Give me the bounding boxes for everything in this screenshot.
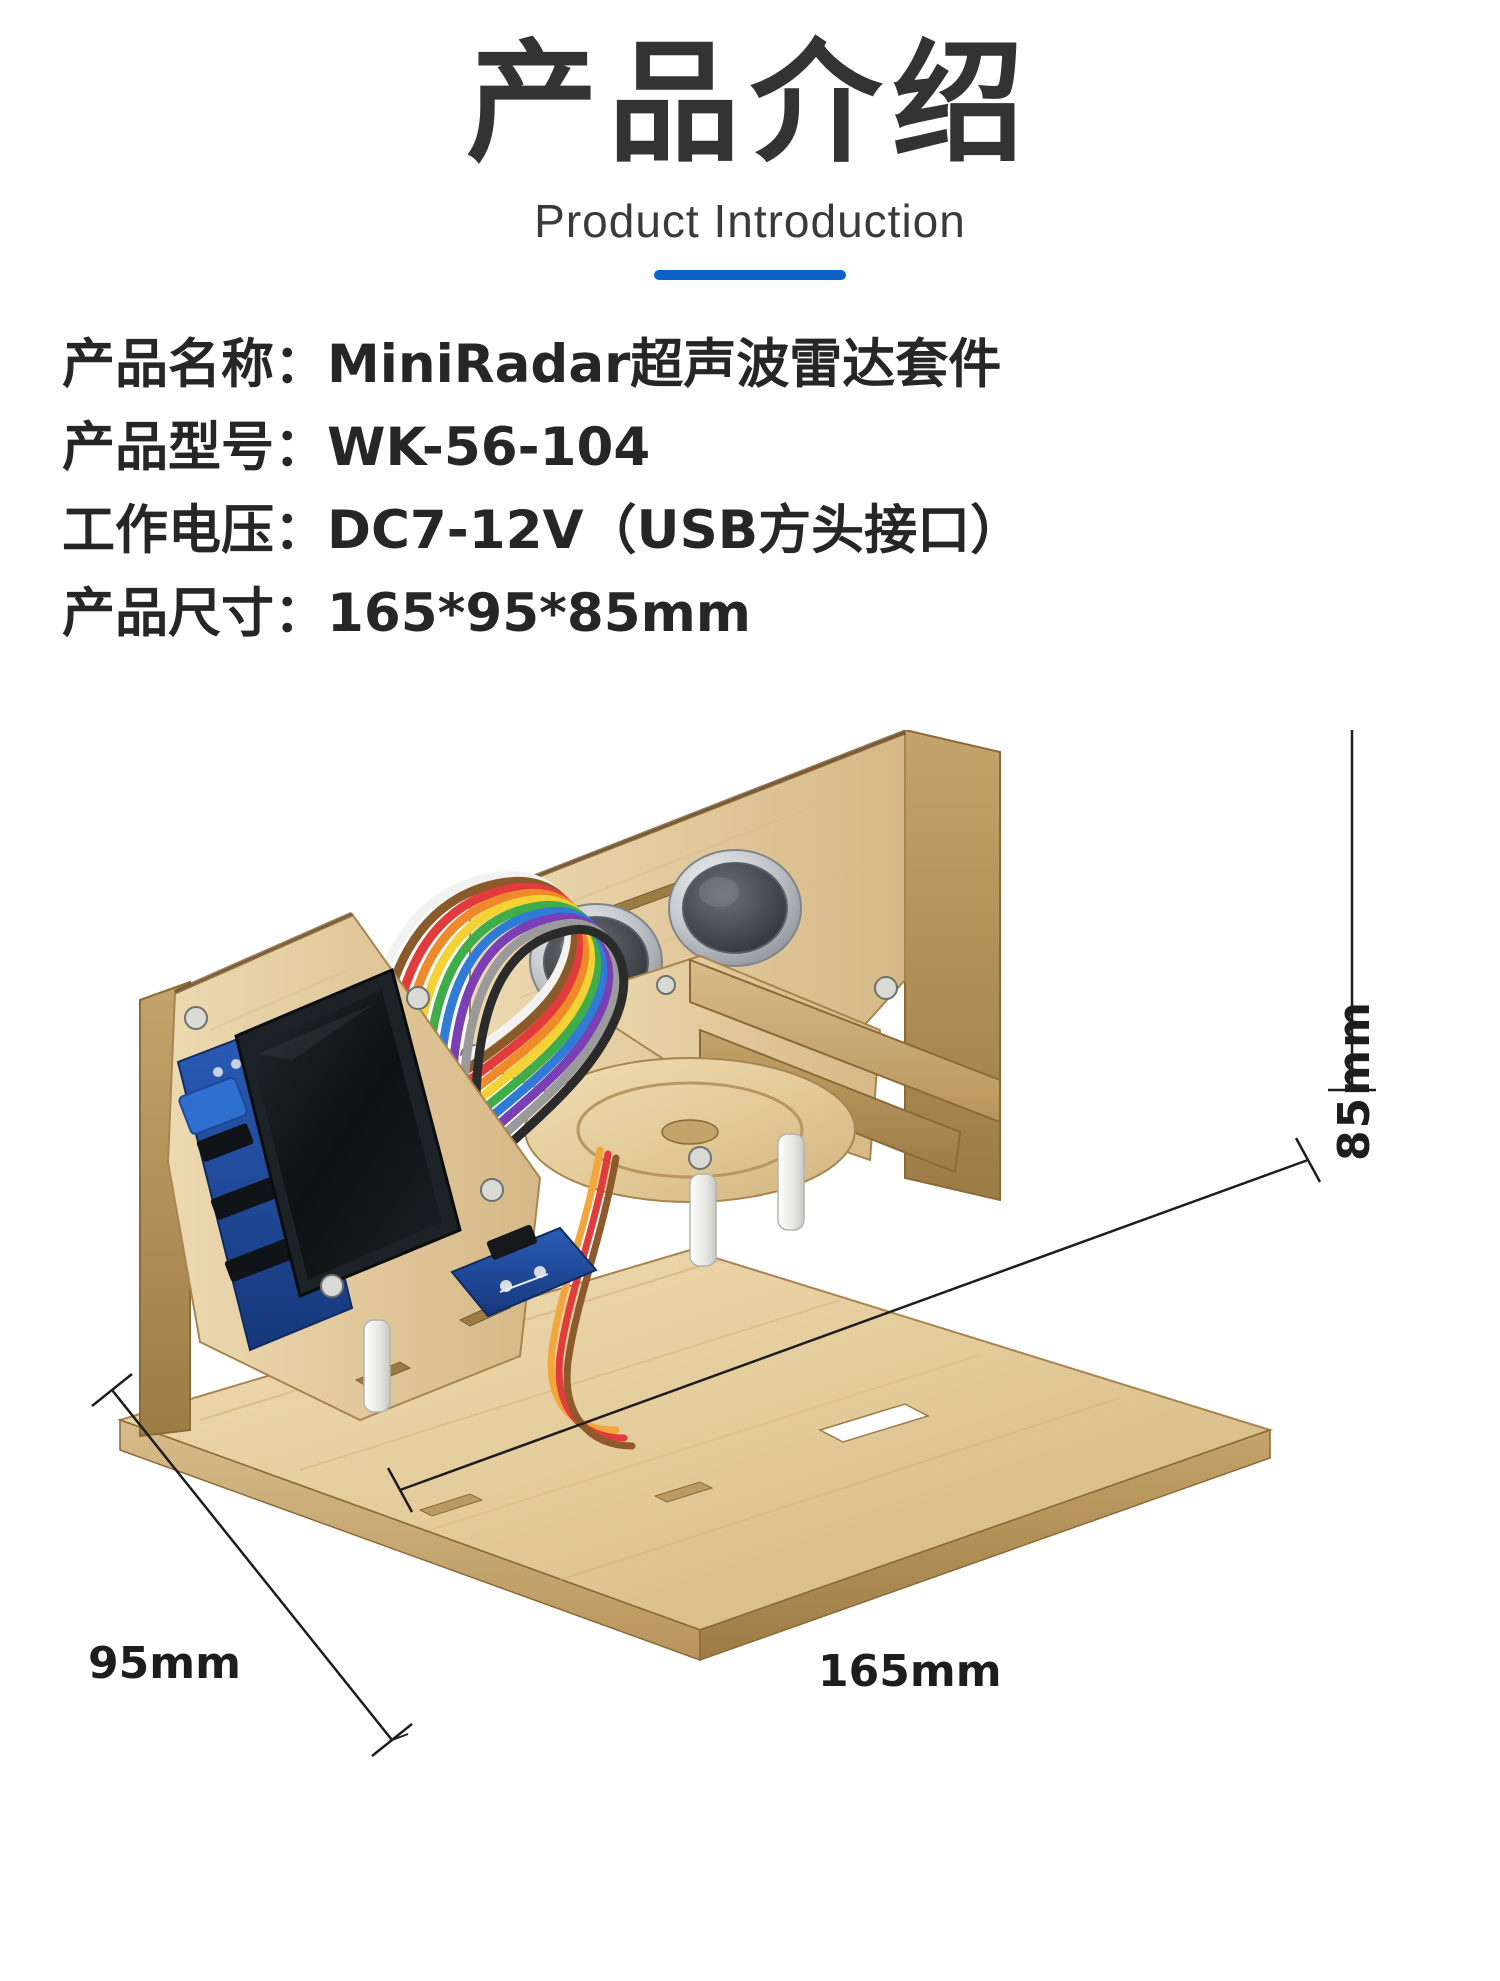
- spec-label: 产品型号：: [62, 417, 327, 478]
- ultrasonic-transducer-right: [668, 849, 802, 967]
- spec-row-voltage: 工作电压：DC7-12V（USB方头接口）: [62, 504, 1262, 557]
- spec-row-model: 产品型号：WK-56-104: [62, 421, 1262, 474]
- screw: [656, 975, 676, 995]
- page-title: 产品介绍: [466, 27, 1034, 181]
- page-subtitle: Product Introduction: [534, 195, 966, 247]
- dimension-label-depth: 95mm: [88, 1638, 241, 1689]
- spec-row-product-name: 产品名称：MiniRadar超声波雷达套件: [62, 338, 1262, 391]
- dimension-lines: [91, 730, 1376, 1757]
- screw: [688, 1146, 712, 1170]
- spec-label: 产品尺寸：: [62, 583, 327, 644]
- spec-row-size: 产品尺寸：165*95*85mm: [62, 587, 1262, 640]
- servo-wires: [547, 1146, 636, 1450]
- spec-value: 165*95*85mm: [327, 583, 752, 644]
- spec-label: 产品名称：: [62, 334, 327, 395]
- serial-module: [450, 1224, 598, 1318]
- screw: [874, 976, 898, 1000]
- spec-list: 产品名称：MiniRadar超声波雷达套件 产品型号：WK-56-104 工作电…: [62, 338, 1262, 670]
- screw: [320, 1274, 344, 1298]
- product-photo: [0, 730, 1500, 1981]
- lcd-screen: [234, 967, 462, 1299]
- screw: [184, 1006, 208, 1030]
- standoff: [363, 1319, 391, 1413]
- screw: [480, 1178, 504, 1202]
- ribbon-cable: [363, 870, 629, 1169]
- standoff: [689, 1173, 717, 1267]
- dimension-label-height: 85mm: [1329, 1000, 1380, 1161]
- spec-value: DC7-12V（USB方头接口）: [327, 500, 1024, 561]
- page-header: 产品介绍 Product Introduction: [0, 0, 1500, 280]
- spec-value: MiniRadar超声波雷达套件: [327, 334, 1002, 395]
- spec-label: 工作电压：: [62, 500, 327, 561]
- dimension-label-width: 165mm: [818, 1646, 1002, 1697]
- screw: [406, 986, 430, 1010]
- spec-value: WK-56-104: [327, 417, 651, 478]
- accent-divider: [654, 270, 846, 280]
- display-assembly: [139, 911, 542, 1438]
- standoff: [777, 1133, 805, 1231]
